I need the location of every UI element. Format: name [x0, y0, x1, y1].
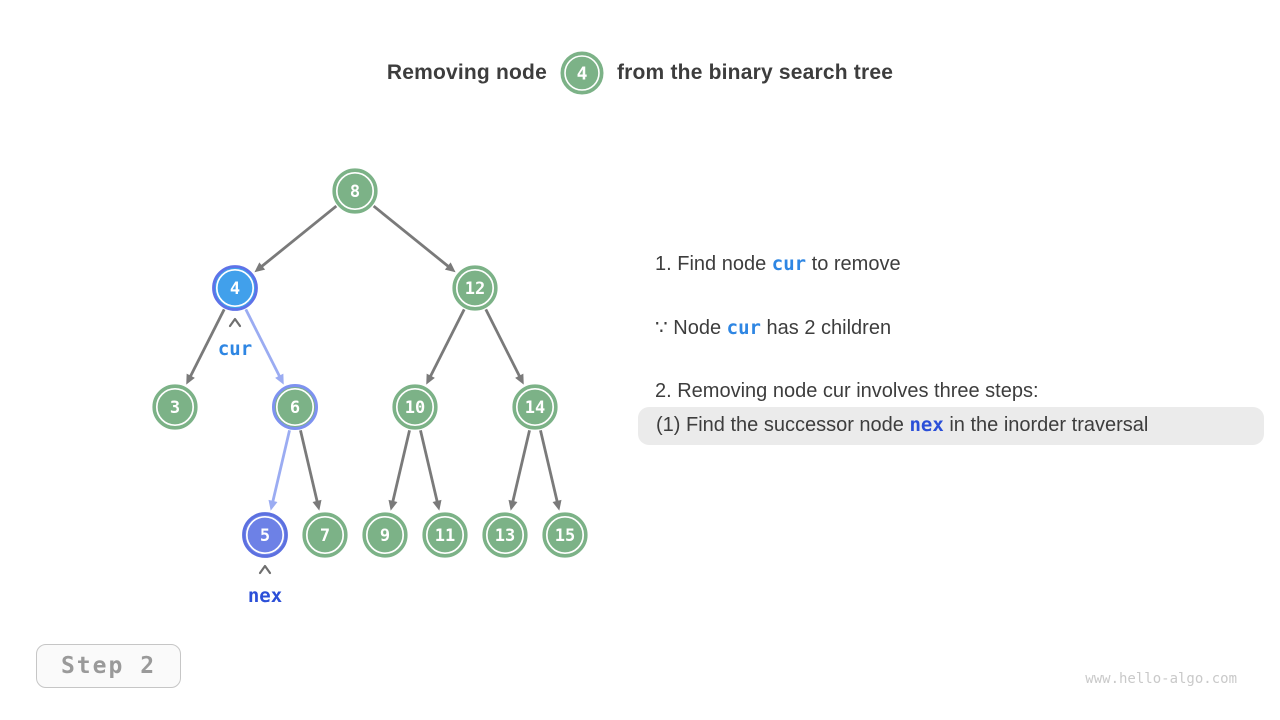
tree-node-15: 15: [542, 512, 588, 558]
tree-edge-4-6: [244, 308, 284, 385]
note-line-highlighted: (1) Find the successor node nex in the i…: [638, 407, 1264, 445]
pointer-nex: nex: [248, 564, 282, 607]
tree-node-12: 12: [452, 265, 498, 311]
tree-node-value: 9: [380, 526, 390, 546]
tree-node-11: 11: [422, 512, 468, 558]
tree-node-value: 3: [170, 398, 180, 418]
tree-node-4: 4: [212, 265, 258, 311]
step-badge-label: Step 2: [60, 653, 157, 679]
tree-node-value: 12: [465, 279, 485, 299]
pointer-nex-label: nex: [248, 585, 282, 607]
tree-node-value: 5: [260, 526, 270, 546]
pointer-cur-label: cur: [218, 338, 252, 360]
title-node-value: 4: [577, 64, 588, 85]
tree-node-value: 4: [230, 279, 240, 299]
note-code-token: cur: [771, 253, 807, 275]
title-suffix: from the binary search tree: [616, 61, 894, 84]
watermark-url: www.hello-algo.com: [1085, 671, 1237, 687]
tree-node-value: 6: [290, 398, 300, 418]
note-text: has 2 children: [760, 317, 892, 339]
tree-node-7: 7: [302, 512, 348, 558]
title-prefix: Removing node: [386, 61, 547, 84]
note-text: (1) Find the successor node: [656, 414, 910, 436]
tree-edge-8-4: [254, 204, 338, 273]
tree-node-value: 10: [405, 398, 425, 418]
tree-node-3: 3: [152, 384, 198, 430]
title-node-circle: 4: [560, 51, 604, 95]
title-node-fill: [560, 51, 604, 95]
tree-node-value: 13: [495, 526, 515, 546]
tree-edge-10-11: [419, 430, 442, 511]
note-text: to remove: [806, 253, 901, 275]
tree-node-value: 7: [320, 526, 330, 546]
step-badge: Step 2: [36, 644, 181, 688]
tree-node-value: 14: [525, 398, 545, 418]
note-text: 2. Removing node cur involves three step…: [655, 380, 1039, 402]
tree-node-14: 14: [512, 384, 558, 430]
note-text: in the inorder traversal: [943, 414, 1149, 436]
note-text: ∵ Node: [655, 317, 727, 339]
tree-edge-6-7: [299, 430, 322, 511]
note-line: 1. Find node cur to remove: [655, 253, 901, 276]
tree-node-10: 10: [392, 384, 438, 430]
tree-node-6: 6: [272, 384, 318, 430]
pointer-cur: cur: [218, 317, 252, 360]
pointer-cur-caret-icon: [228, 317, 242, 328]
tree-edge-14-15: [539, 430, 562, 511]
tree-node-value: 11: [435, 526, 455, 546]
pointer-nex-caret-icon: [258, 564, 272, 575]
note-line: ∵ Node cur has 2 children: [655, 315, 891, 340]
tree-edge-10-9: [388, 430, 411, 511]
note-text: 1. Find node: [655, 253, 772, 275]
tree-node-5: 5: [242, 512, 288, 558]
tree-node-13: 13: [482, 512, 528, 558]
tree-edge-12-10: [426, 308, 466, 385]
note-line: 2. Removing node cur involves three step…: [655, 380, 1039, 403]
tree-edge-14-13: [508, 430, 531, 511]
note-code-token: nex: [909, 414, 944, 436]
tree-edge-12-14: [484, 308, 524, 385]
tree-node-9: 9: [362, 512, 408, 558]
note-code-token: cur: [726, 317, 761, 339]
tree-node-value: 15: [555, 526, 575, 546]
tree-node-value: 8: [350, 182, 360, 202]
tree-edge-4-3: [186, 308, 226, 385]
tree-edge-8-12: [372, 204, 456, 273]
tree-node-8: 8: [332, 168, 378, 214]
title-node-inner-ring: [564, 55, 600, 91]
figure-title: Removing node 4 from the binary search t…: [0, 47, 1280, 99]
tree-edge-6-5: [268, 430, 291, 511]
